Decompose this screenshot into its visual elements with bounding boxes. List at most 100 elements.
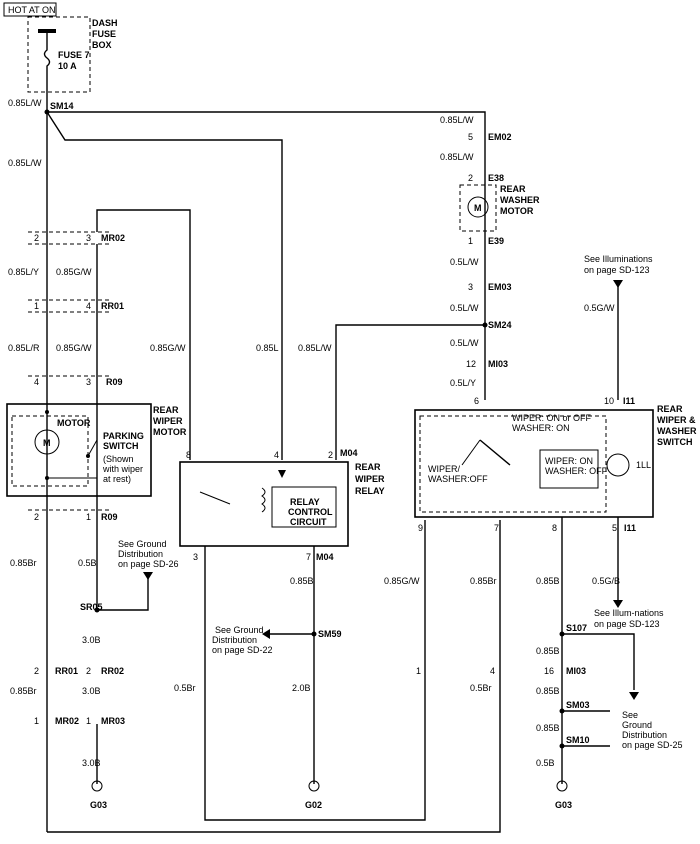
wire-label-w: 0.5L/Y [450, 378, 476, 388]
ps-label-5: at rest) [103, 474, 131, 484]
pin-4-r09: 4 [34, 377, 39, 387]
sw-label-4: SWITCH [657, 437, 693, 447]
feed-wire-relay [46, 111, 283, 460]
g02-label: G02 [305, 800, 322, 810]
pin-2-rr02: 2 [34, 666, 39, 676]
illum-bottom-1: See Illum-nations [594, 608, 664, 618]
ps-label-2: SWITCH [103, 441, 139, 451]
illum-bottom-2: on page SD-123 [594, 619, 660, 629]
pin-3-mr02: 3 [86, 233, 91, 243]
pin-4-rr01: 4 [86, 301, 91, 311]
ps-label-1: PARKING [103, 431, 144, 441]
pin-1-r09: 1 [86, 512, 91, 522]
conn-s107: S107 [566, 623, 587, 633]
rwsm-label-1: REAR [500, 184, 526, 194]
illum-bottom-arrow-icon [613, 600, 623, 608]
sw-inner-box [539, 449, 599, 489]
wire-pw-motor [96, 209, 191, 460]
wire-label-ag: 0.5Br [470, 683, 492, 693]
rwm-label-1: REAR [153, 405, 179, 415]
wire-label-f: 0.85Br [10, 558, 37, 568]
rear-wiper-washer-switch-box [414, 409, 654, 518]
pin-1-bottom: 1 [416, 666, 421, 676]
wire-label-sm14: 0.85L/W [8, 98, 42, 108]
wire-label-c: 0.85G/W [56, 267, 92, 277]
conn-mi03-top: MI03 [488, 359, 508, 369]
pin-1-e39: 1 [468, 236, 473, 246]
wire-label-i: 0.85Br [10, 686, 37, 696]
wire-label-af: 0.5B [536, 758, 555, 768]
wire-label-ab: 0.5G/B [592, 576, 620, 586]
rwm-label-2: WIPER [153, 416, 183, 426]
hot-at-on-label: HOT AT ON [8, 5, 56, 15]
pin-2-r09: 2 [34, 512, 39, 522]
hot-at-on-box [3, 2, 57, 17]
illum-top-arrow-icon [613, 280, 623, 288]
sw-pin-9: 9 [418, 523, 423, 533]
pin-3-r09: 3 [86, 377, 91, 387]
gnd-sd25-3: Distribution [622, 730, 667, 740]
bus-bar-icon [38, 29, 56, 33]
wire-label-m: 0.85L [256, 343, 279, 353]
pin-1-mr03: 1 [86, 716, 91, 726]
washer-motor-icon [467, 196, 489, 218]
conn-em03: EM03 [488, 282, 512, 292]
wire-label-r: 0.85L/W [440, 115, 474, 125]
conn-e38: E38 [488, 173, 504, 183]
pin-12-mi03: 12 [466, 359, 476, 369]
wire-label-a: 0.85L/W [8, 158, 42, 168]
washer-motor-box [459, 184, 497, 232]
g03-right-label: G03 [555, 800, 572, 810]
wire-label-s: 0.85L/W [440, 152, 474, 162]
sw-label-2: WIPER & [657, 415, 696, 425]
gnd-sd22-2: Distribution [212, 635, 257, 645]
conn-mi03-bottom: MI03 [566, 666, 586, 676]
pin-3-em03: 3 [468, 282, 473, 292]
wire-label-l: 0.85G/W [150, 343, 186, 353]
conn-i11-bottom: I11 [624, 523, 636, 533]
gnd-sd26-1: See Ground [118, 539, 167, 549]
gnd-sd25-arrow-icon [629, 692, 639, 700]
relay-label-3: RELAY [355, 486, 385, 496]
relay-label-2: WIPER [355, 474, 385, 484]
conn-sm24: SM24 [488, 320, 512, 330]
relay-pin-7: 7 [306, 552, 311, 562]
wire-s107-gnd [562, 633, 635, 690]
pin-2-e38: 2 [468, 173, 473, 183]
gnd-sd25-4: on page SD-25 [622, 740, 683, 750]
motor-node [45, 410, 49, 414]
relay-pin-3: 3 [193, 552, 198, 562]
pin-16-mi03: 16 [544, 666, 554, 676]
wire-label-y: 0.85G/W [384, 576, 420, 586]
lamp-icon [606, 453, 630, 477]
conn-em02: EM02 [488, 132, 512, 142]
ps-contact [86, 454, 90, 458]
wire-label-e: 0.85G/W [56, 343, 92, 353]
sw-pin-7: 7 [494, 523, 499, 533]
fuse-rating-1: FUSE 7 [58, 50, 90, 60]
dash-fuse-box-outline [27, 16, 91, 93]
pin-2-mr02: 2 [34, 233, 39, 243]
rwsm-label-2: WASHER [500, 195, 540, 205]
relay-control-box [271, 486, 337, 528]
conn-rr01-bottom: RR01 [55, 666, 78, 676]
relay-contact-icon [199, 491, 231, 505]
g03-left-label: G03 [90, 800, 107, 810]
wire-label-aa: 0.85B [536, 576, 560, 586]
gnd-sd22-1: See Ground [215, 625, 264, 635]
pin-1-mr: 1 [34, 716, 39, 726]
sw-off-1: WIPER/ [428, 464, 461, 474]
wire-label-o: 0.5Br [174, 683, 196, 693]
ground-g03-right-icon [556, 780, 568, 792]
wire-label-g: 0.5B [78, 558, 97, 568]
wire-label-j: 3.0B [82, 686, 101, 696]
splice-sm24 [482, 322, 488, 328]
wiper-motor-icon [34, 429, 60, 455]
gnd-sd25-1: See [622, 710, 638, 720]
conn-i11-top: I11 [623, 396, 635, 406]
motor-symbol-1: M [43, 438, 51, 448]
fuse-box-line-1: DASH [92, 18, 118, 28]
conn-r09-bottom: R09 [101, 512, 118, 522]
